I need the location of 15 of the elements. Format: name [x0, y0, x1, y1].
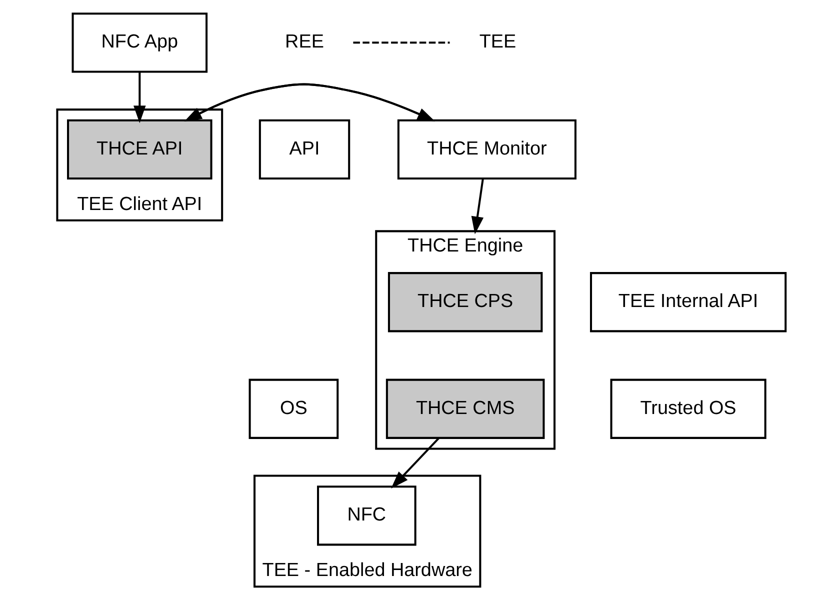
node-box: THCE Monitor — [397, 119, 576, 180]
node-box: THCE API — [67, 119, 212, 180]
arrow — [391, 437, 440, 489]
node-box: TEE Internal API — [590, 272, 787, 332]
node-box: API — [258, 119, 350, 180]
label: REE — [285, 32, 324, 53]
arrow — [471, 178, 484, 234]
node-box: NFC — [317, 486, 416, 546]
arrow — [134, 72, 146, 124]
node-box: Trusted OS — [610, 378, 766, 439]
label: TEE — [479, 32, 516, 53]
node-box: NFC App — [72, 12, 208, 73]
node-box: THCE CMS — [386, 378, 545, 439]
node-box: OS — [248, 378, 339, 439]
node-box: THCE CPS — [388, 272, 543, 332]
